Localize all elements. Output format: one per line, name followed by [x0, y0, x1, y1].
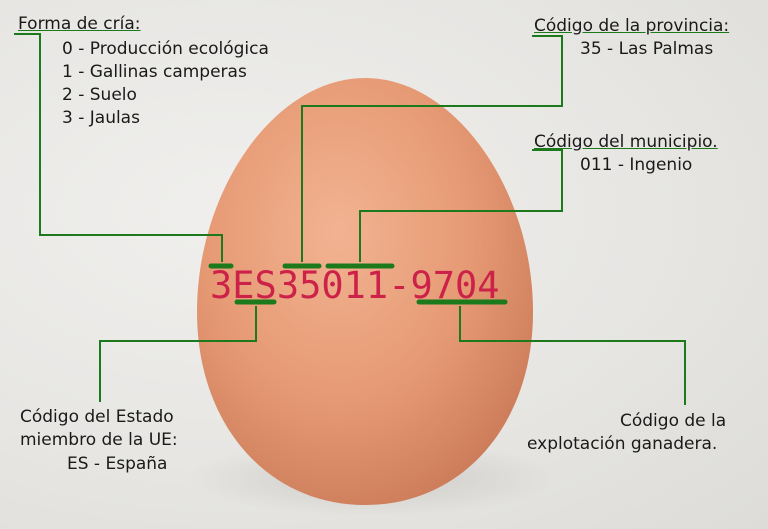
- farm-title-line2: explotación ganadera.: [527, 434, 718, 454]
- farm-connector: [459, 306, 686, 405]
- egg-shape: [197, 78, 533, 505]
- farming-method-item: 3 - Jaulas: [62, 108, 140, 128]
- province-connector: [301, 35, 563, 262]
- eu-state-title-line2: miembro de la UE:: [20, 430, 178, 450]
- municipality-connector: [359, 149, 563, 262]
- eu-state-title-line1: Código del Estado: [20, 407, 174, 427]
- highlight-bars: [208, 263, 508, 305]
- eu-state-connector: [99, 306, 257, 402]
- province-value: 35 - Las Palmas: [580, 39, 714, 59]
- farming-method-title: Forma de cría:: [18, 14, 141, 34]
- eu-state-value: ES - España: [67, 454, 168, 474]
- connector-lines: [14, 33, 686, 405]
- farming-method-item: 1 - Gallinas camperas: [62, 62, 247, 82]
- municipality-title: Código del municipio.: [534, 132, 718, 152]
- egg-code: 3ES35011-9704: [210, 264, 500, 307]
- farm-title-line1: Código de la: [620, 411, 727, 431]
- province-title: Código de la provincia:: [534, 16, 730, 36]
- farming-method-item: 2 - Suelo: [62, 85, 137, 105]
- municipality-value: 011 - Ingenio: [580, 155, 693, 175]
- farming-method-item: 0 - Producción ecológica: [62, 39, 269, 59]
- farming-method-connector: [14, 33, 223, 262]
